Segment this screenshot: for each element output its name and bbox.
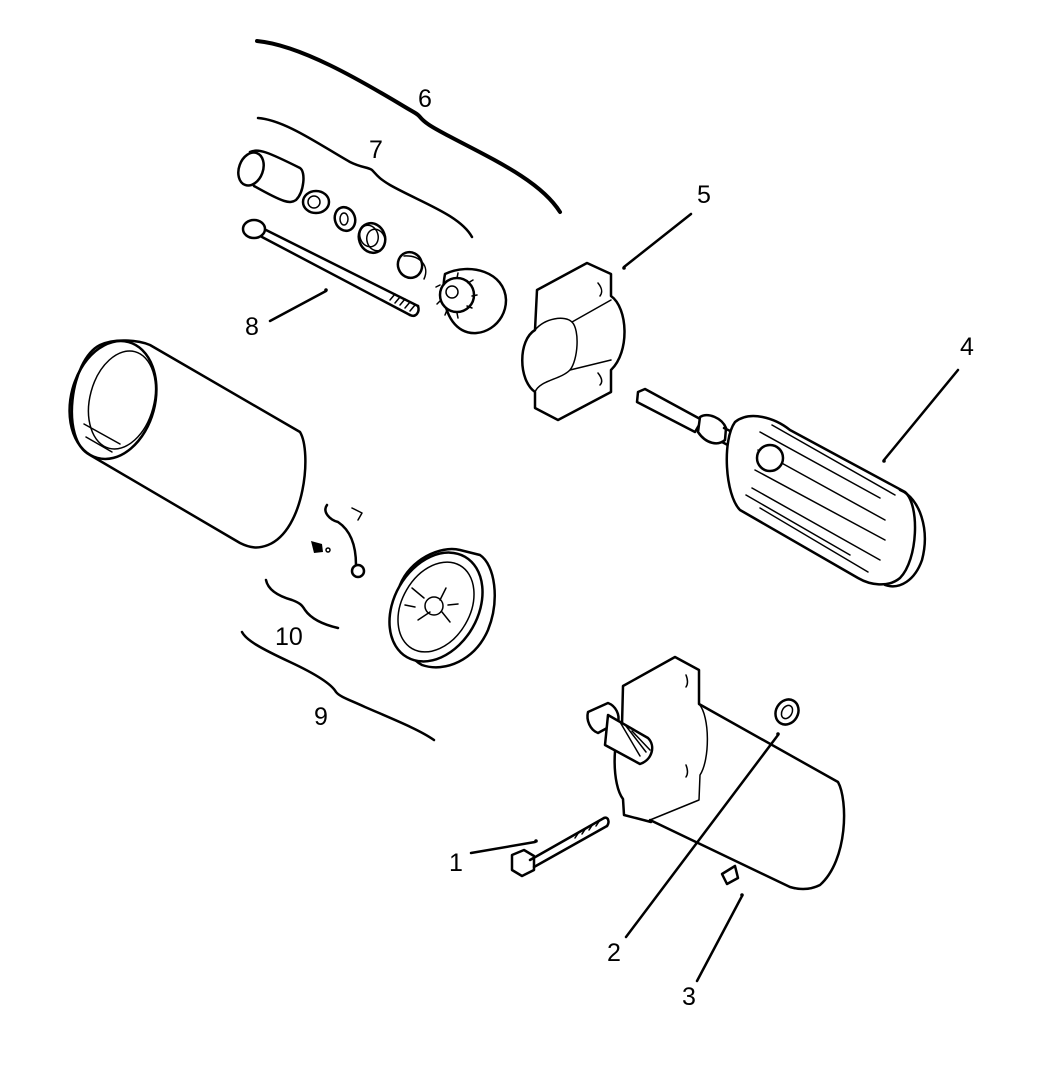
leader-8-dot [324,288,328,292]
through-bolt-8 [241,218,420,317]
callout-4: 4 [960,333,974,361]
drive-washer [333,205,357,233]
leader-3 [695,894,744,983]
callout-10: 10 [275,623,303,651]
callout-7: 7 [369,136,383,164]
commutator-end-cap [388,547,496,669]
callout-6: 6 [418,85,432,113]
leader-2 [624,733,780,939]
bracket-9 [240,630,436,742]
bracket-10 [264,578,340,630]
bracket-7 [256,116,474,239]
drive-sleeve [237,149,305,204]
callout-2: 2 [607,939,621,967]
drive-nut [301,189,331,215]
drive-spring [357,221,387,255]
callout-3: 3 [682,983,696,1011]
callout-5: 5 [697,181,711,209]
terminal-brush-kit [311,503,366,579]
bolt-with-nut-1 [510,816,610,878]
leader-1-dot [534,839,538,843]
callout-1: 1 [449,849,463,877]
leader-5 [622,212,693,269]
leader-4-dot [882,459,886,463]
assembled-starter-motor [586,655,846,891]
drive-end-bracket [521,261,626,422]
bracket-6 [255,39,562,214]
leader-1 [469,840,537,855]
callout-9: 9 [314,703,328,731]
motor-housing-shell [68,339,307,549]
leader-2-dot [776,732,780,736]
drive-collar [396,250,427,280]
callout-8: 8 [245,313,259,341]
washer-2 [774,698,800,726]
leader-3-dot [740,893,744,897]
leader-5-dot [622,266,626,270]
armature [635,387,926,588]
leader-8 [268,289,328,323]
leader-4 [882,368,960,462]
pinion-gear [435,267,508,335]
